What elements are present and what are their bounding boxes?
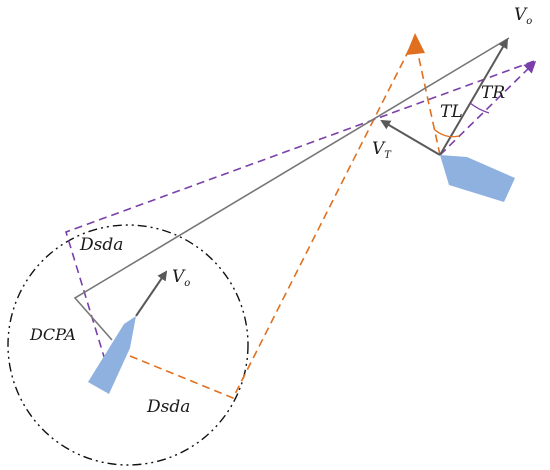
tl-angle-arc xyxy=(433,128,460,138)
vo-label-own: Vo xyxy=(172,267,190,289)
orange-arrowhead xyxy=(406,33,425,55)
dcpa-label: DCPA xyxy=(29,325,76,344)
dsda-lower-label: Dsda xyxy=(146,397,190,417)
orange-dashed-tl-line xyxy=(414,39,441,156)
purple-dashed-tr-arrow xyxy=(439,60,537,156)
vt-vector xyxy=(380,119,441,156)
vo-vector-target xyxy=(439,38,509,156)
vt-label: VT xyxy=(372,139,392,161)
tl-label: TL xyxy=(440,102,463,122)
own-ship xyxy=(88,316,136,394)
target-ship xyxy=(440,155,515,202)
vo-vector-own xyxy=(135,270,168,317)
tr-angle-arc xyxy=(469,102,490,114)
relative-motion-line xyxy=(73,37,510,341)
tr-label: TR xyxy=(481,83,505,103)
dsda-upper-label: Dsda xyxy=(79,235,123,255)
vo-label-target: Vo xyxy=(514,5,532,27)
orange-dashed-boundary xyxy=(129,37,416,400)
safety-domain-circle xyxy=(7,224,249,466)
